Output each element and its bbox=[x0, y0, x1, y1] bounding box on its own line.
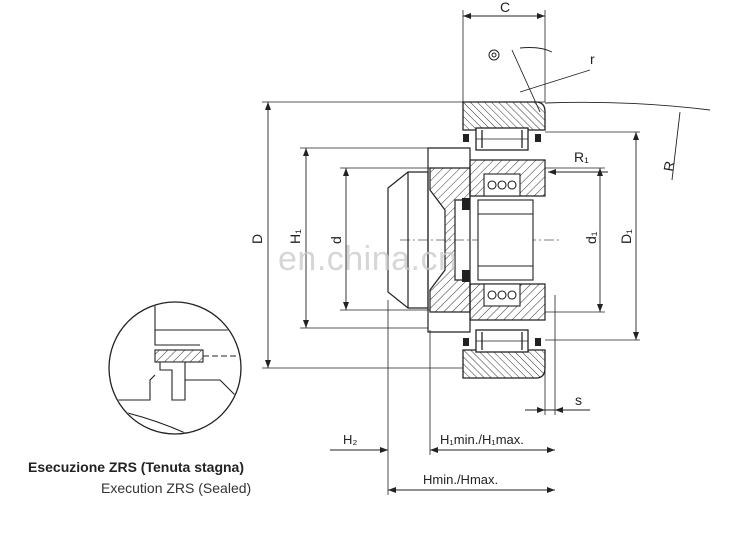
label-H-range: Hmin./Hmax. bbox=[423, 472, 498, 487]
stud-body bbox=[387, 147, 471, 333]
arrowheads bbox=[265, 13, 639, 493]
label-D: D bbox=[249, 234, 265, 244]
caption-english: Execution ZRS (Sealed) bbox=[101, 480, 252, 496]
label-R: R bbox=[660, 160, 678, 173]
seal-detail-view bbox=[108, 301, 242, 435]
label-D1: D₁ bbox=[618, 229, 634, 244]
watermark: en.china.cn bbox=[278, 240, 458, 278]
concentricity-symbol bbox=[488, 49, 500, 61]
label-d: d bbox=[328, 236, 344, 244]
label-s: s bbox=[575, 392, 582, 408]
label-R1: R₁ bbox=[574, 149, 589, 165]
label-H1: H₁ bbox=[287, 229, 303, 244]
seals bbox=[462, 134, 541, 346]
label-r: r bbox=[590, 51, 595, 67]
caption-italian: Esecuzione ZRS (Tenuta stagna) bbox=[28, 459, 244, 475]
label-H1-range: H₁min./H₁max. bbox=[440, 432, 524, 447]
label-d1: d₁ bbox=[583, 231, 599, 244]
label-C: C bbox=[500, 0, 510, 15]
needle-rows bbox=[477, 173, 534, 307]
extension-lines bbox=[262, 10, 640, 495]
dimension-lines bbox=[267, 15, 711, 491]
label-H2: H₂ bbox=[343, 432, 357, 447]
